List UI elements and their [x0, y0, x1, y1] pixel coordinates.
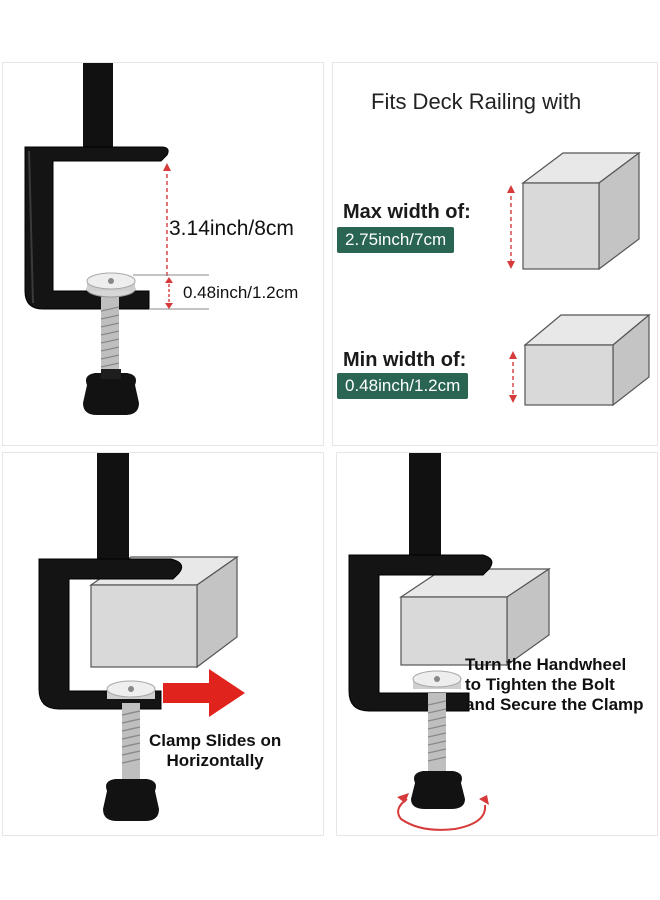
- slide-caption-line1: Clamp Slides on: [149, 731, 282, 750]
- tighten-handwheel-knob: [411, 771, 465, 809]
- max-width-badge: 2.75inch/7cm: [337, 227, 455, 253]
- panel-clamp-dimensions: 3.14inch/8cm 0.48inch/1.2cm: [2, 62, 324, 446]
- slide-caption: Clamp Slides on Horizontally: [149, 731, 281, 771]
- fits-title: Fits Deck Railing with: [371, 89, 582, 114]
- clamp-pole: [83, 63, 113, 155]
- clamp-height-label: 3.14inch/8cm: [169, 217, 294, 240]
- railing-width-illustration: [507, 151, 651, 407]
- tighten-clamp-pole: [409, 453, 441, 561]
- tighten-block-front: [400, 596, 508, 666]
- slide-c-clamp: [38, 558, 183, 710]
- clamp-thickness-label: 0.48inch/1.2cm: [183, 283, 299, 302]
- c-clamp-body: [24, 146, 169, 310]
- panel-tighten-bolt: Turn the Handwheel to Tighten the Bolt a…: [336, 452, 658, 836]
- panel-fits-railing: Fits Deck Railing with Max width of: 2.7…: [332, 62, 658, 446]
- min-block-front: [524, 344, 614, 406]
- slide-block-front: [90, 584, 198, 668]
- min-width-badge: 0.48inch/1.2cm: [337, 373, 469, 399]
- slide-caption-line2: Horizontally: [166, 751, 264, 770]
- tighten-caption-line1: Turn the Handwheel: [465, 655, 627, 674]
- tighten-caption-line2: to Tighten the Bolt: [465, 675, 615, 694]
- panel-clamp-slides: Clamp Slides on Horizontally: [2, 452, 324, 836]
- max-width-heading: Max width of:: [343, 201, 471, 223]
- max-block-front: [522, 182, 600, 270]
- min-width-heading: Min width of:: [343, 349, 467, 371]
- tighten-caption-line3: and Secure the Clamp: [465, 695, 644, 714]
- slide-clamp-pole: [97, 453, 129, 565]
- rotation-arrow-icon: [397, 798, 487, 831]
- slide-direction-arrow-icon: [163, 669, 245, 717]
- handwheel-knob: [83, 373, 139, 415]
- tighten-screw: [428, 693, 446, 773]
- tighten-illustration: [348, 453, 551, 831]
- tighten-caption: Turn the Handwheel to Tighten the Bolt a…: [465, 655, 644, 715]
- slide-handwheel-knob: [103, 779, 159, 821]
- tighten-c-clamp: [348, 554, 493, 712]
- slide-illustration: [38, 453, 245, 821]
- clamp-dimension-illustration: [24, 63, 209, 415]
